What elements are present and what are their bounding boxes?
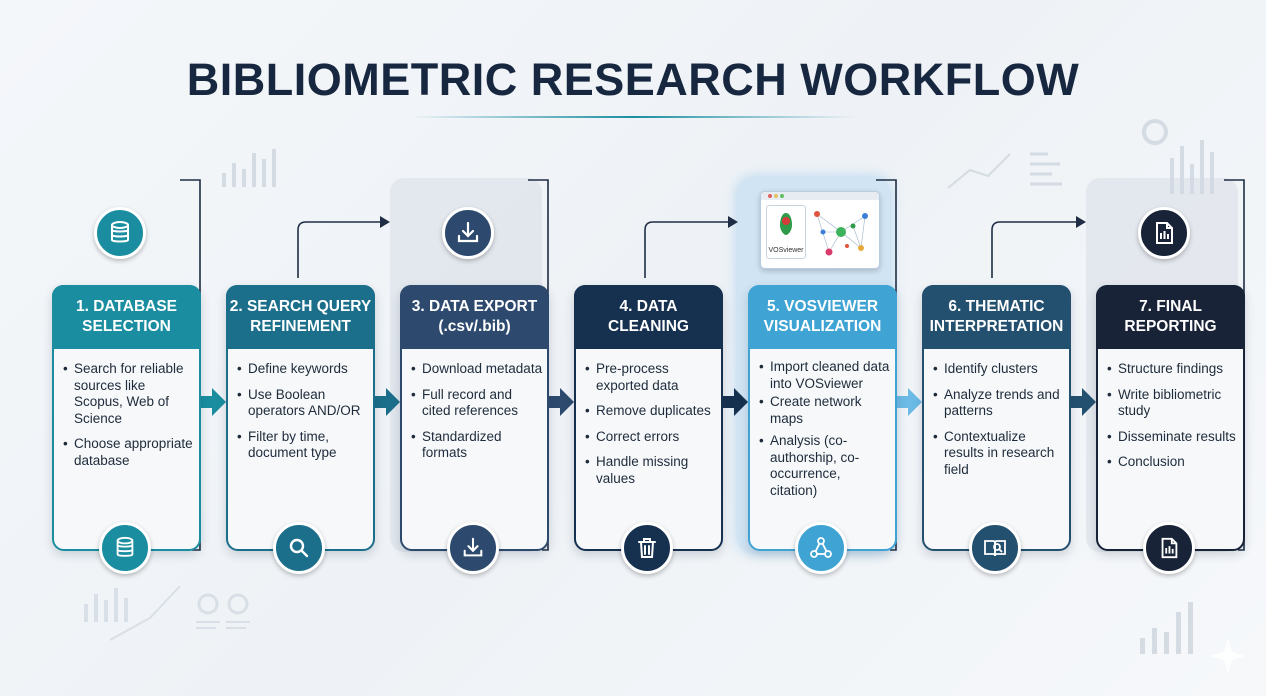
background-stats-icon: [84, 585, 250, 641]
page-title: BIBLIOMETRIC RESEARCH WORKFLOW: [186, 54, 1080, 105]
step-6-bullet: Contextualize results in research field: [932, 429, 1065, 479]
step-5-title-line-1: 5. VOSVIEWER: [766, 298, 879, 315]
step-3-download-icon: [447, 522, 499, 574]
step-6-bullet: Identify clusters: [932, 361, 1065, 378]
step-3-bullet: Standardized formats: [410, 429, 543, 462]
step-7-header: 7. FINAL REPORTING: [1096, 285, 1245, 349]
step-5-bullet: Import cleaned data into VOSviewer: [758, 359, 891, 392]
step-2-title-line-1: 2. SEARCH QUERY: [229, 298, 372, 315]
flow-arrow-6: [1066, 388, 1096, 416]
step-card-5: 5. VOSVIEWER VISUALIZATION Import cleane…: [748, 285, 897, 551]
step-5-network-icon: [795, 522, 847, 574]
step-3-bullet: Full record and cited references: [410, 387, 543, 420]
step-1-bullet: Search for reliable sources like Scopus,…: [62, 361, 195, 427]
network-map-thumbnail: [814, 211, 868, 256]
step-6-title-line-2: INTERPRETATION: [929, 318, 1064, 335]
step-card-6: 6. THEMATIC INTERPRETATION Identify clus…: [922, 285, 1071, 551]
step-3-bullet: Download metadata: [410, 361, 543, 378]
step-1-title-line-2: SELECTION: [82, 318, 171, 335]
step-6-bullet: Analyze trends and patterns: [932, 387, 1065, 420]
step-7-bullet: Conclusion: [1106, 454, 1239, 471]
step-1-bullet-list: Search for reliable sources like Scopus,…: [62, 361, 195, 478]
step-7-bullet: Write bibliometric study: [1106, 387, 1239, 420]
vosviewer-screenshot: VOSviewer: [760, 191, 880, 269]
step-7-title-line-2: REPORTING: [1124, 318, 1217, 335]
step-3-header: 3. DATA EXPORT (.csv/.bib): [400, 285, 549, 349]
step-7-title-line-1: 7. FINAL: [1139, 298, 1202, 315]
step-5-bullet: Create network maps: [758, 394, 891, 427]
vosviewer-logo: VOSviewer: [766, 205, 806, 259]
step-1-bullet: Choose appropriate database: [62, 436, 195, 469]
step-7-bullet: Structure findings: [1106, 361, 1239, 378]
step-4-title-line-1: 4. DATA: [619, 298, 678, 315]
background-bar-chart-icon: [222, 149, 276, 187]
step-3-title-line-2: (.csv/.bib): [438, 318, 511, 335]
step-3-bullet-list: Download metadata Full record and cited …: [410, 361, 543, 471]
step-3-title-line-1: 3. DATA EXPORT: [411, 298, 538, 315]
step-5-header: 5. VOSVIEWER VISUALIZATION: [748, 285, 897, 349]
step-1-top-database-icon: [94, 207, 146, 259]
flow-arrow-4: [718, 388, 748, 416]
step-4-bullet-list: Pre-process exported data Remove duplica…: [584, 361, 717, 496]
step-3-top-download-icon: [442, 207, 494, 259]
step-1-title-line-1: 1. DATABASE: [75, 298, 178, 315]
step-7-report-icon: [1143, 522, 1195, 574]
step-2-title-line-2: REFINEMENT: [250, 318, 351, 335]
flow-arrow-5: [892, 388, 922, 416]
step-4-bullet: Pre-process exported data: [584, 361, 717, 394]
step-2-header: 2. SEARCH QUERY REFINEMENT: [226, 285, 375, 349]
step-card-3: 3. DATA EXPORT (.csv/.bib) Download meta…: [400, 285, 549, 551]
background-bar-chart-icon: [1140, 602, 1193, 654]
step-2-bullet: Define keywords: [236, 361, 369, 378]
step-4-bullet: Remove duplicates: [584, 403, 717, 420]
step-card-4: 4. DATA CLEANING Pre-process exported da…: [574, 285, 723, 551]
step-1-database-icon: [99, 522, 151, 574]
step-6-title-line-1: 6. THEMATIC: [948, 298, 1045, 315]
step-4-header: 4. DATA CLEANING: [574, 285, 723, 349]
flow-arrow-2: [370, 388, 400, 416]
step-6-bullet-list: Identify clusters Analyze trends and pat…: [932, 361, 1065, 487]
step-6-header: 6. THEMATIC INTERPRETATION: [922, 285, 1071, 349]
step-5-bullet-list: Import cleaned data into VOSviewer Creat…: [758, 359, 891, 508]
background-line-chart-icon: [947, 119, 1214, 194]
step-4-bullet: Correct errors: [584, 429, 717, 446]
step-6-book-search-icon: [969, 522, 1021, 574]
title-divider: [410, 116, 856, 118]
step-2-bullet: Filter by time, document type: [236, 429, 369, 462]
step-1-header: 1. DATABASE SELECTION: [52, 285, 201, 349]
sparkle-icon: [1210, 638, 1246, 674]
step-card-2: 2. SEARCH QUERY REFINEMENT Define keywor…: [226, 285, 375, 551]
vosviewer-logo-text: VOSviewer: [768, 247, 804, 254]
step-5-title-line-2: VISUALIZATION: [763, 318, 882, 335]
flow-arrow-1: [196, 388, 226, 416]
step-card-7: 7. FINAL REPORTING Structure findings Wr…: [1096, 285, 1245, 551]
step-7-bullet-list: Structure findings Write bibliometric st…: [1106, 361, 1239, 480]
step-7-bullet: Disseminate results: [1106, 429, 1239, 446]
step-4-trash-icon: [621, 522, 673, 574]
step-card-1: 1. DATABASE SELECTION Search for reliabl…: [52, 285, 201, 551]
step-4-title-line-2: CLEANING: [608, 318, 689, 335]
step-5-bullet: Analysis (co-authorship, co-occurrence, …: [758, 433, 891, 499]
step-7-top-report-icon: [1138, 207, 1190, 259]
flow-arrow-3: [544, 388, 574, 416]
step-4-bullet: Handle missing values: [584, 454, 717, 487]
step-2-magnifier-icon: [273, 522, 325, 574]
step-2-bullet: Use Boolean operators AND/OR: [236, 387, 369, 420]
step-2-bullet-list: Define keywords Use Boolean operators AN…: [236, 361, 369, 471]
